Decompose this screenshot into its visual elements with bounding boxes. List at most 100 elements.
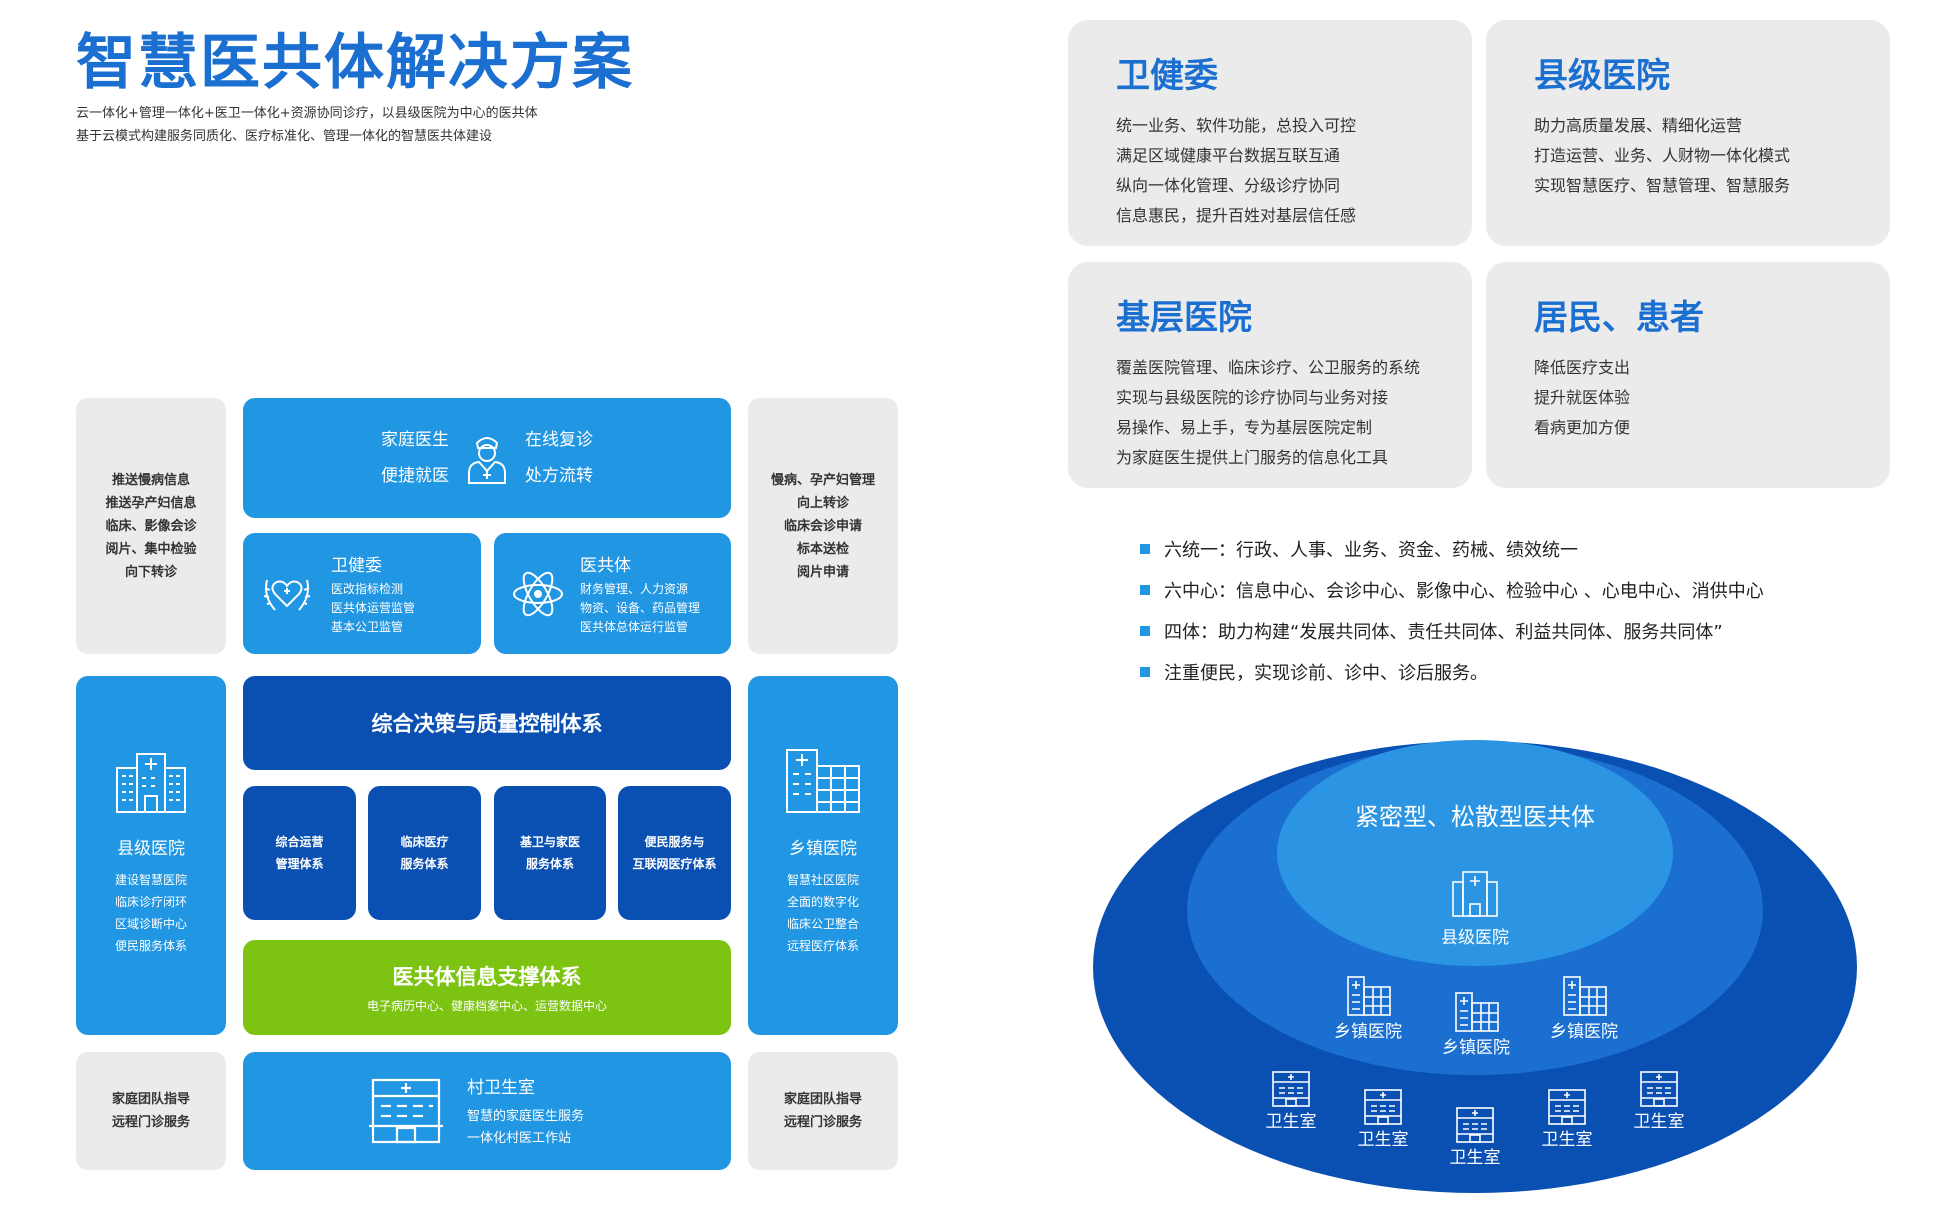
gray-box-top-right: 慢病、孕产妇管理 向上转诊 临床会诊申请 标本送检 阅片申请 [748,398,898,654]
gray-box-top-left: 推送慢病信息 推送孕产妇信息 临床、影像会诊 阅片、集中检验 向下转诊 [76,398,226,654]
card-line: 实现智慧医疗、智慧管理、智慧服务 [1534,176,1791,195]
card-line: 统一业务、软件功能，总投入可控 [1116,116,1357,135]
alliance-ellipse-diagram: 紧密型、松散型医共体 县级医院 乡镇医院 乡镇医院 乡镇医院 卫生室 卫生室 卫… [1093,740,1857,1193]
box-line: 医共体运营监管 [331,600,416,615]
system-box-operation: 综合运营 管理体系 [243,786,356,920]
box-title: 村卫生室 [467,1077,535,1098]
bullet-square-icon [1140,544,1150,554]
card-line: 信息惠民，提升百姓对基层信任感 [1116,206,1357,225]
box-line: 远程医疗体系 [786,939,859,953]
card-line: 打造运营、业务、人财物一体化模式 [1534,146,1791,165]
box-line: 智慧的家庭医生服务 [467,1108,585,1124]
banner-text: 在线复诊 [525,430,593,450]
node-label: 乡镇医院 [1442,1038,1510,1058]
box-line: 管理体系 [275,857,324,871]
atom-icon [513,571,563,616]
hospital-building-icon [116,753,186,813]
heart-laurel-icon [263,579,311,611]
ellipse-title: 紧密型、松散型医共体 [1355,803,1595,831]
bullet-text: 注重便民，实现诊前、诊中、诊后服务。 [1164,663,1488,684]
banner-text: 便捷就医 [381,466,449,486]
system-box-internet: 便民服务与 互联网医疗体系 [618,786,731,920]
text-line: 阅片申请 [796,564,849,580]
text-line: 远程门诊服务 [111,1115,190,1130]
banner-text: 家庭医生 [381,430,449,450]
box-line: 服务体系 [525,857,574,871]
card-line: 实现与县级医院的诊疗协同与业务对接 [1116,388,1389,407]
subtitle-2: 基于云模式构建服务同质化、医疗标准化、管理一体化的智慧医共体建设 [76,129,493,144]
card-title: 卫健委 [1116,56,1218,96]
box-line: 综合运营 [275,835,324,849]
bullet-text: 六中心：信息中心、会诊中心、影像中心、检验中心 、心电中心、消供中心 [1164,581,1764,602]
text-line: 家庭团队指导 [783,1092,862,1107]
bullet-text: 六统一：行政、人事、业务、资金、药械、绩效统一 [1164,540,1578,561]
node-label: 卫生室 [1450,1148,1501,1168]
card-line: 易操作、易上手，专为基层医院定制 [1116,418,1373,437]
box-line: 物资、设备、药品管理 [580,600,701,615]
node-label: 卫生室 [1358,1130,1409,1150]
bullet-item: 四体：助力构建“发展共同体、责任共同体、利益共同体、服务共同体” [1140,618,1723,644]
health-commission-box: 卫健委 医改指标检测 医共体运营监管 基本公卫监管 [243,533,481,654]
text-line: 远程门诊服务 [783,1115,862,1130]
card-title: 基层医院 [1116,298,1252,338]
box-line: 基卫与家医 [519,835,580,849]
doctor-icon [468,437,506,484]
card-county-hospital: 县级医院 助力高质量发展、精细化运营 打造运营、业务、人财物一体化模式 实现智慧… [1486,20,1890,246]
card-line: 满足区域健康平台数据互联互通 [1116,146,1341,165]
text-line: 向上转诊 [796,495,849,511]
text-line: 家庭团队指导 [111,1092,190,1107]
node-label: 卫生室 [1634,1112,1685,1132]
text-line: 向下转诊 [124,564,177,580]
card-line: 降低医疗支出 [1534,358,1631,377]
card-line: 提升就医体验 [1534,388,1631,407]
card-line: 看病更加方便 [1534,418,1631,437]
text-line: 临床、影像会诊 [105,518,197,534]
card-line: 为家庭医生提供上门服务的信息化工具 [1116,448,1389,467]
text-line: 推送孕产妇信息 [105,495,197,511]
gray-box-bottom-right: 家庭团队指导 远程门诊服务 [748,1052,898,1170]
town-hospital-box: 乡镇医院 智慧社区医院 全面的数字化 临床公卫整合 远程医疗体系 [748,676,898,1035]
box-title: 县级医院 [117,839,185,859]
node-label: 乡镇医院 [1550,1022,1618,1042]
village-clinic-box: 村卫生室 智慧的家庭医生服务 一体化村医工作站 [243,1052,731,1170]
clinic-building-icon [369,1078,443,1144]
box-title: 医共体 [580,555,631,576]
bullet-square-icon [1140,667,1150,677]
card-residents: 居民、患者 降低医疗支出 提升就医体验 看病更加方便 [1486,262,1890,488]
box-line: 基本公卫监管 [331,619,404,634]
bullet-square-icon [1140,585,1150,595]
county-hospital-icon [1452,871,1498,917]
text-line: 慢病、孕产妇管理 [770,472,875,488]
card-line: 覆盖医院管理、临床诊疗、公卫服务的系统 [1116,358,1421,377]
subtitle-1: 云一体化+管理一体化+医卫一体化+资源协同诊疗，以县级医院为中心的医共体 [76,106,538,121]
card-title: 居民、患者 [1534,298,1704,338]
hospital-building-icon [786,749,860,813]
system-box-public-health: 基卫与家医 服务体系 [494,786,606,920]
box-line: 临床公卫整合 [786,917,859,931]
bar-sub: 电子病历中心、健康档案中心、运营数据中心 [366,999,607,1013]
decision-system-bar: 综合决策与质量控制体系 [243,676,731,770]
text-line: 阅片、集中检验 [105,541,197,557]
text-line: 标本送检 [796,541,849,557]
box-line: 财务管理、人力资源 [580,581,689,596]
box-line: 临床医疗 [400,835,449,849]
inner-ellipse [1277,740,1673,966]
bullet-item: 注重便民，实现诊前、诊中、诊后服务。 [1140,659,1488,685]
box-line: 一体化村医工作站 [467,1130,572,1146]
box-line: 服务体系 [400,857,449,871]
box-title: 卫健委 [331,555,382,576]
box-line: 全面的数字化 [786,895,859,909]
bar-title: 医共体信息支撑体系 [392,965,582,989]
node-label: 卫生室 [1266,1112,1317,1132]
medical-alliance-box: 医共体 财务管理、人力资源 物资、设备、药品管理 医共体总体运行监管 [494,533,731,654]
banner-text: 处方流转 [525,466,593,486]
box-line: 医改指标检测 [331,581,404,596]
box-line: 便民服务体系 [114,939,187,953]
text-line: 临床会诊申请 [783,518,862,534]
box-line: 临床诊疗闭环 [114,895,187,909]
county-hospital-box: 县级医院 建设智慧医院 临床诊疗闭环 区域诊断中心 便民服务体系 [76,676,226,1035]
card-title: 县级医院 [1534,56,1670,96]
box-title: 乡镇医院 [789,839,857,859]
page-title: 智慧医共体解决方案 [76,28,634,98]
gray-box-bottom-left: 家庭团队指导 远程门诊服务 [76,1052,226,1170]
